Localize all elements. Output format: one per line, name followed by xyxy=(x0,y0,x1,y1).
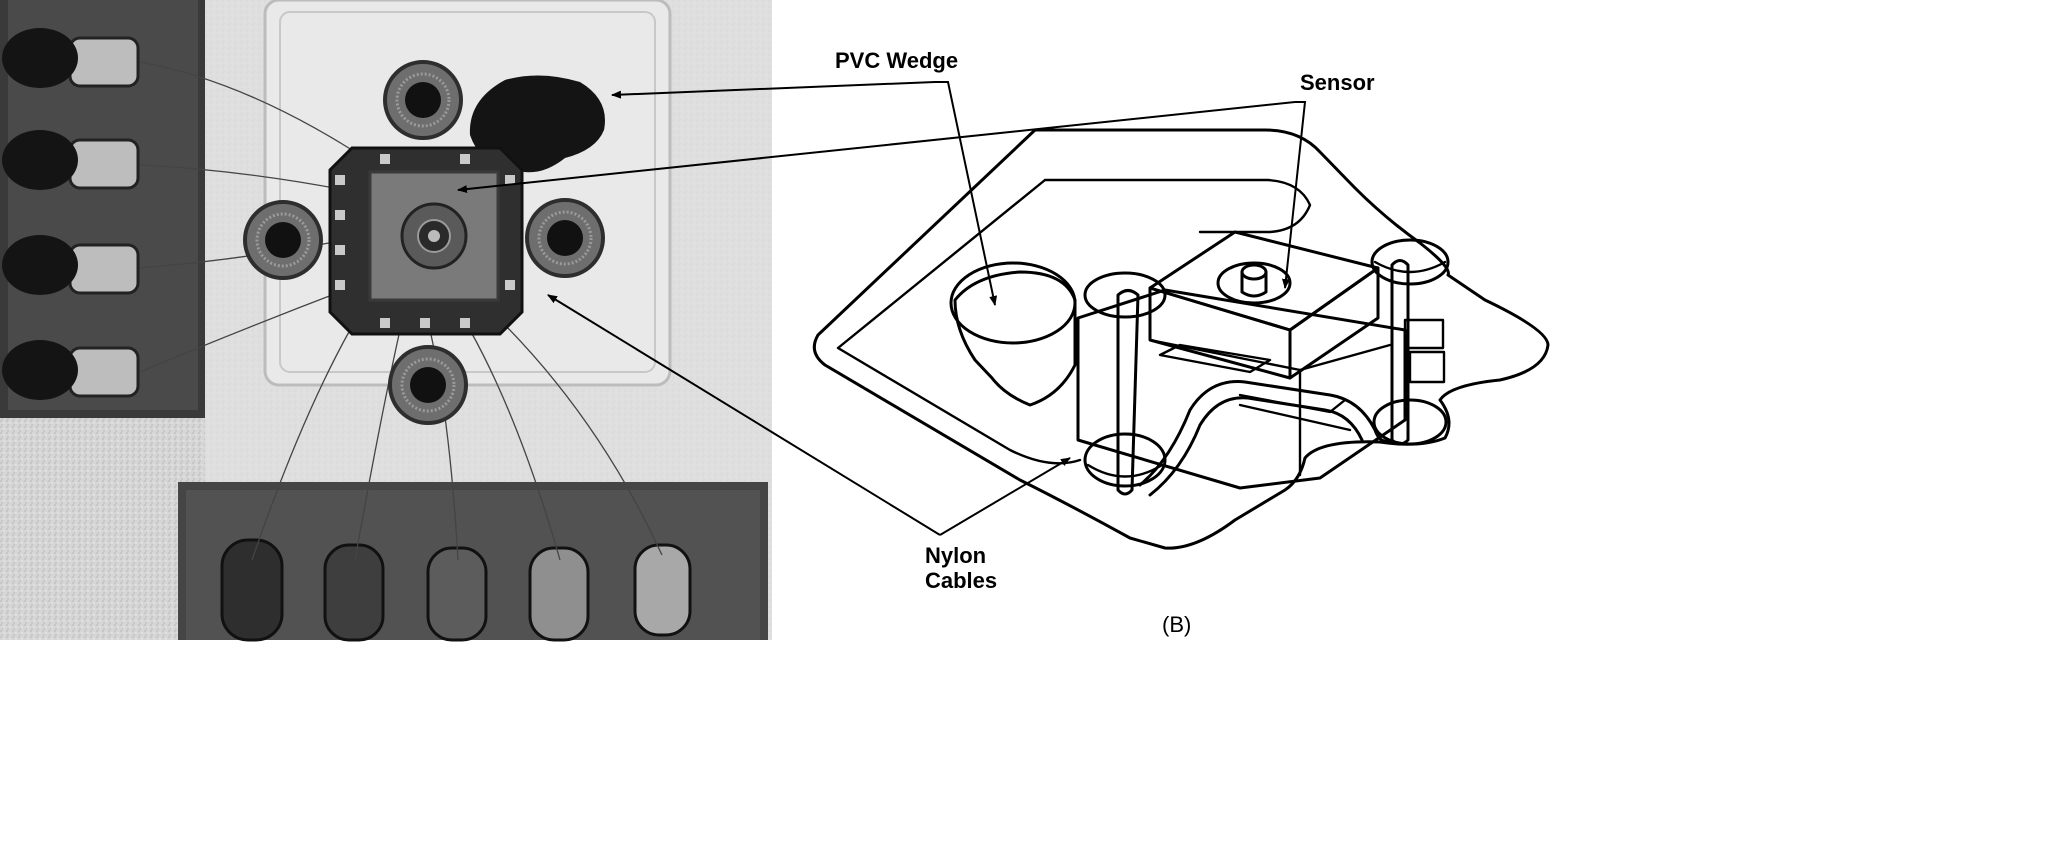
pvc-wedge-cylinder xyxy=(949,261,1077,407)
arrow-pvc-to-photo xyxy=(611,81,936,99)
bottom-pad xyxy=(426,546,488,642)
platform-outline xyxy=(812,128,1550,550)
bottom-pad xyxy=(633,543,692,637)
ring-pad-left xyxy=(243,200,323,280)
arrow-sensor-to-photo xyxy=(457,101,1296,194)
annotation-arrows xyxy=(457,81,1307,536)
photo-pvc-wedge xyxy=(469,75,605,173)
arrow-pvc-to-drawing xyxy=(935,81,998,306)
bottom-pad xyxy=(323,543,385,642)
bottom-pad xyxy=(220,538,284,642)
mounting-hole xyxy=(1083,271,1167,319)
nylon-cable xyxy=(1390,259,1410,446)
photo-chip xyxy=(328,146,524,336)
left-connector xyxy=(0,0,205,418)
ring-pad-top xyxy=(383,60,463,140)
arrow-nylon-to-drawing xyxy=(939,457,1071,536)
label-pvc-wedge: PVC Wedge xyxy=(835,48,958,73)
bottom-connector xyxy=(178,482,768,642)
arrow-nylon-to-photo xyxy=(547,294,941,536)
mounting-hole xyxy=(1370,238,1450,286)
label-panel-b: (B) xyxy=(1162,612,1191,637)
nylon-cable xyxy=(1116,289,1140,496)
ring-pad-right xyxy=(525,198,605,278)
mounting-hole xyxy=(1372,398,1448,446)
left-pad xyxy=(2,130,140,190)
label-sensor: Sensor xyxy=(1300,70,1375,95)
ring-pad-bottom xyxy=(388,345,468,425)
figure: PVC Wedge Sensor Nylon Cables (B) xyxy=(0,0,1550,642)
nylon-cable xyxy=(1138,380,1394,497)
photo-panel xyxy=(0,0,772,642)
mounting-hole xyxy=(1083,432,1167,488)
platform-recess xyxy=(836,178,1312,465)
label-nylon-line1: Nylon xyxy=(925,543,986,568)
left-pad xyxy=(2,340,140,400)
bottom-pad xyxy=(528,546,590,642)
left-pad xyxy=(2,235,140,295)
arrow-sensor-to-drawing xyxy=(1281,101,1307,289)
left-pad xyxy=(2,28,140,88)
drawing-panel xyxy=(812,128,1550,550)
label-nylon-line2: Cables xyxy=(925,568,997,593)
sensor-cube xyxy=(1148,230,1380,380)
